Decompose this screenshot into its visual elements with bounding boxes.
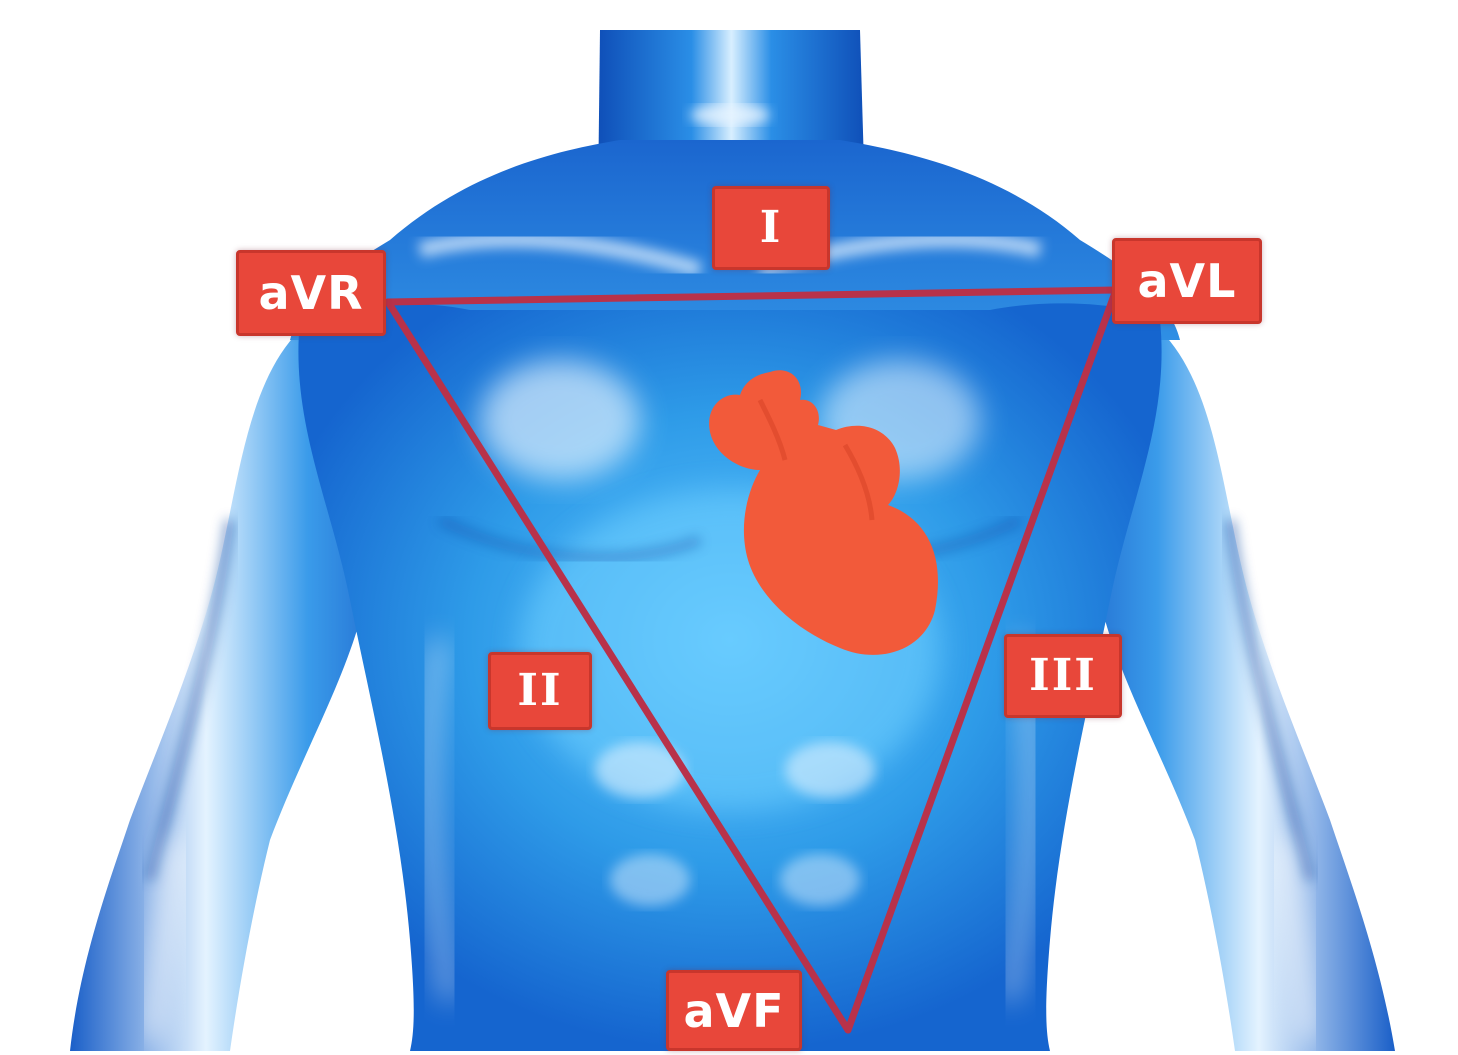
lead-aVR-label: aVR [236, 250, 386, 336]
lead-III-text: III [1029, 654, 1097, 698]
lead-III-label: III [1004, 634, 1122, 718]
lead-I-text: I [760, 206, 783, 250]
lead-aVF-text: aVF [683, 988, 784, 1034]
lead-I-label: I [712, 186, 830, 270]
lead-II-label: II [488, 652, 592, 730]
lead-aVL-text: aVL [1138, 258, 1237, 304]
lead-II-text: II [517, 669, 562, 713]
lead-aVL-label: aVL [1112, 238, 1262, 324]
lead-aVR-text: aVR [258, 270, 363, 316]
lead-aVF-label: aVF [666, 970, 802, 1051]
